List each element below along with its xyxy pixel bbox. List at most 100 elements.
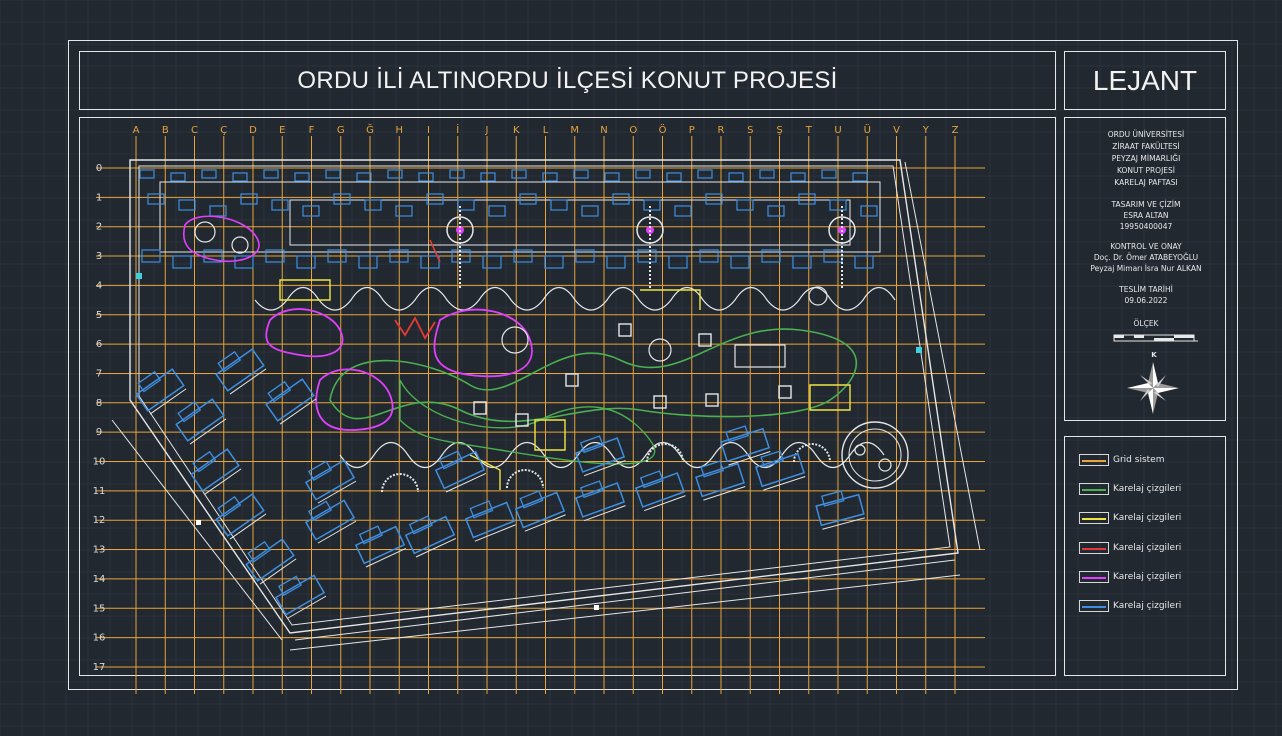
housing-block — [464, 500, 516, 542]
grid-column-label: F — [309, 125, 315, 136]
housing-path — [259, 558, 297, 585]
legend-color-line — [1082, 460, 1106, 462]
unit-block — [482, 255, 502, 269]
grid-row-label: 2 — [96, 222, 102, 233]
housing-outline — [574, 437, 626, 473]
housing-annex — [307, 460, 333, 481]
housing-annex — [821, 490, 845, 507]
unit-block — [358, 255, 378, 269]
housing-path — [583, 505, 626, 522]
grid-column-label: S — [747, 125, 753, 136]
housing-path — [229, 513, 267, 540]
unit-block — [730, 255, 750, 269]
housing-path — [189, 418, 227, 445]
housing-path — [583, 460, 626, 477]
legend-swatch — [1079, 454, 1109, 466]
unit-block — [327, 249, 347, 263]
legend-swatch — [1079, 571, 1109, 583]
red-element — [429, 239, 441, 263]
housing-block — [634, 470, 686, 512]
unit-block — [201, 169, 217, 179]
round-feature — [878, 458, 892, 472]
grid-column-label: A — [133, 125, 140, 136]
legend-color-line — [1082, 548, 1106, 550]
grid-row-label: 8 — [96, 398, 102, 409]
housing-annex — [469, 500, 494, 519]
unit-block — [141, 249, 161, 263]
round-plaza — [841, 421, 909, 489]
grid-column-label: L — [543, 125, 549, 136]
designer-id: 19950400047 — [1119, 222, 1173, 231]
grid-column-label: İ — [456, 123, 459, 136]
housing-outline — [304, 459, 356, 501]
unit-block — [240, 193, 258, 205]
grid-column-label: B — [162, 125, 169, 136]
legend-color-line — [1082, 577, 1106, 579]
pavilion — [565, 373, 579, 387]
control-heading: KONTROL VE ONAY — [1110, 242, 1182, 251]
grid-column-label: O — [629, 125, 637, 136]
pavilion — [698, 333, 712, 347]
yellow-element — [640, 289, 701, 310]
grid-row-label: 4 — [96, 280, 102, 291]
grid-column-label: Ç — [220, 125, 227, 136]
unit-block — [798, 193, 816, 205]
round-feature — [648, 338, 672, 362]
survey-marker — [136, 273, 142, 279]
grid-row-label: 3 — [96, 251, 102, 262]
grid-row-label: 11 — [93, 486, 106, 497]
institution-line: PEYZAJ MİMARLIĞI — [1111, 154, 1181, 163]
pavilion — [778, 385, 792, 399]
unit-block — [418, 172, 434, 182]
institution-line: KARELAJ PAFTASI — [1114, 178, 1178, 187]
housing-outline — [265, 378, 315, 422]
housing-outline — [190, 448, 240, 492]
unit-block — [860, 205, 878, 217]
housing-block — [695, 460, 746, 501]
grid-column-label: E — [279, 125, 285, 136]
round-feature — [808, 286, 828, 306]
unit-block — [389, 249, 409, 263]
info-block: ORDU ÜNİVERSİTESİ ZİRAAT FAKÜLTESİ PEYZA… — [1064, 117, 1226, 421]
unit-block — [203, 249, 223, 263]
round-feature — [854, 444, 866, 456]
unit-block — [792, 255, 812, 269]
survey-marker — [196, 520, 201, 525]
grid-column-label: G — [337, 125, 345, 136]
plan-drawing-area — [79, 117, 1056, 676]
housing-block — [274, 574, 327, 619]
grid-row-label: 0 — [96, 163, 102, 174]
unit-block — [542, 172, 558, 182]
grid-column-label: K — [513, 125, 520, 136]
site-plan-lines — [111, 159, 981, 651]
pavilion — [653, 395, 667, 409]
north-arrow-icon — [1127, 362, 1179, 414]
housing-outline — [274, 574, 326, 616]
legend-block: Grid sistem Karelaj çizgileri Karelaj çi… — [1064, 436, 1226, 676]
housing-block — [354, 525, 407, 568]
grid-column-label: H — [395, 125, 403, 136]
grid-column-label: N — [600, 125, 607, 136]
unit-block — [637, 249, 657, 263]
grid-row-label: 1 — [96, 192, 102, 203]
yellow-element — [469, 454, 501, 490]
housing-outline — [215, 348, 265, 392]
delivery-heading: TESLİM TARİHİ — [1119, 285, 1173, 294]
unit-block — [699, 249, 719, 263]
housing-annex — [760, 450, 785, 468]
unit-block — [829, 199, 847, 211]
pavilion — [734, 344, 786, 368]
legend-swatch — [1079, 600, 1109, 612]
north-label: K — [1151, 351, 1157, 359]
unit-block — [550, 199, 568, 211]
magenta-area — [315, 368, 394, 431]
grid-row-label: 10 — [93, 457, 106, 468]
legend-color-line — [1082, 489, 1106, 491]
sheet-border — [68, 40, 1238, 690]
legend-label: Karelaj çizgileri — [1113, 572, 1182, 582]
housing-block — [304, 499, 357, 544]
housing-block — [404, 515, 457, 558]
grid-column-label: Ö — [659, 123, 667, 136]
legend-swatch — [1079, 512, 1109, 524]
